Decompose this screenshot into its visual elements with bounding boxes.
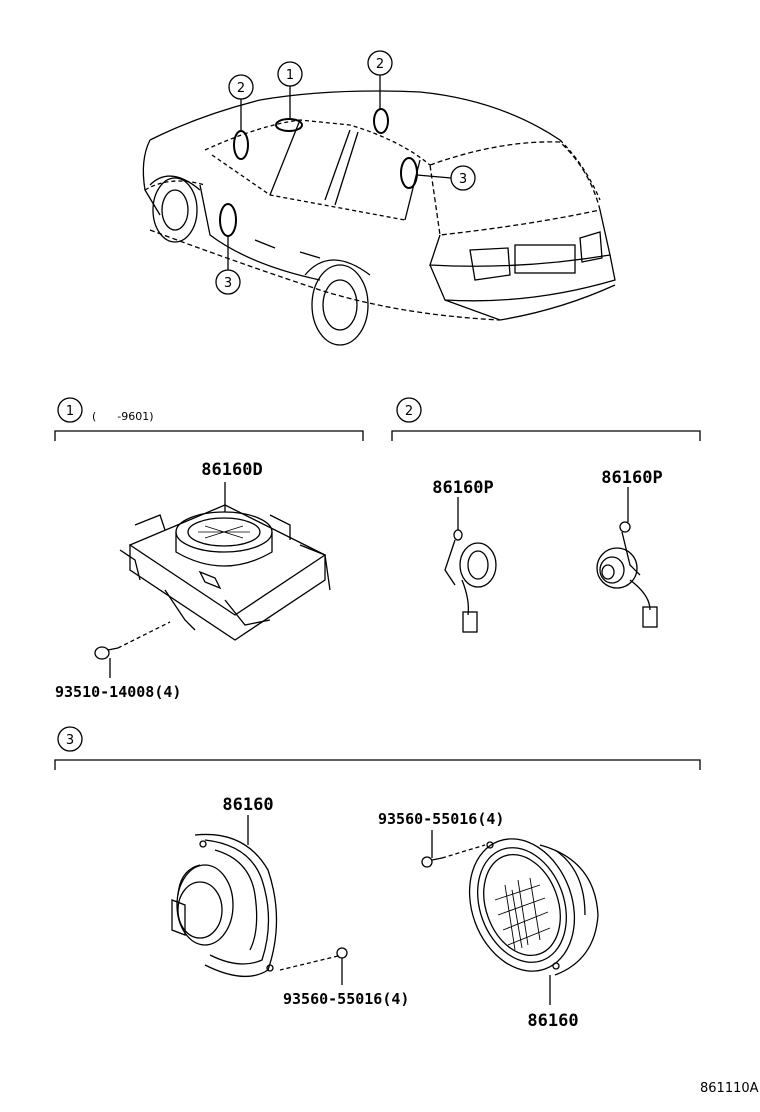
part-number-93510-14008: 93510-14008(4) <box>55 683 181 701</box>
part-number-93560-55016-right: 93560-55016(4) <box>378 810 504 828</box>
callout-label: 2 <box>376 57 384 72</box>
callout-label: 3 <box>224 276 232 291</box>
speaker-left-illustration <box>171 815 278 978</box>
location-marker-3-rear <box>400 157 418 189</box>
callout-label: 2 <box>237 81 245 96</box>
part-number-86160-right: 86160 <box>527 1011 578 1031</box>
diagram-reference-code: 861110A <box>700 1081 759 1096</box>
section-1-header <box>54 397 364 441</box>
section-1-number: 1 <box>66 404 74 419</box>
tweeter-left-illustration <box>444 497 497 633</box>
vehicle-callouts <box>215 50 476 295</box>
tweeter-front-screw-illustration <box>94 621 171 678</box>
vehicle-illustration <box>142 90 616 346</box>
speaker-right-screw-illustration <box>421 830 486 868</box>
speaker-right-illustration <box>468 838 599 1005</box>
part-number-86160d: 86160D <box>201 460 262 480</box>
callout-label: 1 <box>286 68 294 83</box>
section-1-note: ( -9601) <box>92 410 154 423</box>
tweeter-front-illustration <box>119 482 331 641</box>
part-number-93560-55016-left: 93560-55016(4) <box>283 990 409 1008</box>
callout-label: 3 <box>459 172 467 187</box>
section-3-header <box>54 726 701 770</box>
section-2-header <box>391 397 701 441</box>
part-number-86160-left: 86160 <box>222 795 273 815</box>
speaker-left-screw-illustration <box>279 947 348 985</box>
section-2-number: 2 <box>405 404 413 419</box>
location-marker-3-front <box>219 203 237 237</box>
tweeter-right-illustration <box>596 487 658 628</box>
part-number-86160p-left: 86160P <box>432 478 493 498</box>
location-marker-1 <box>275 118 303 132</box>
section-3-number: 3 <box>66 733 74 748</box>
location-marker-2-rear <box>373 108 389 134</box>
part-number-86160p-right: 86160P <box>601 468 662 488</box>
